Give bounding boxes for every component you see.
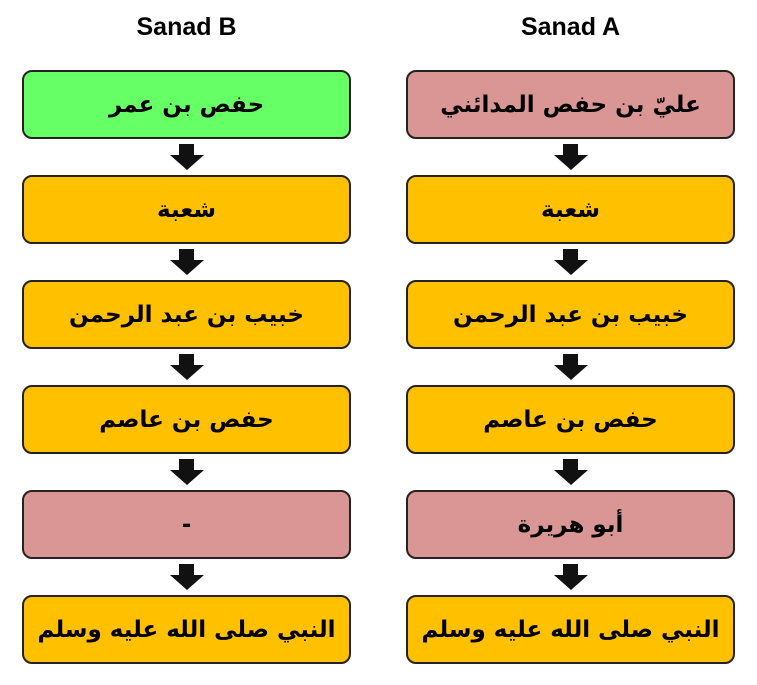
- flow-node-label: شعبة: [541, 196, 600, 223]
- flow-node-label: النبي صلى الله عليه وسلم: [421, 616, 720, 643]
- flow-node-label: خبيب بن عبد الرحمن: [69, 301, 304, 328]
- flow-node-label: عليّ بن حفص المدائني: [440, 91, 701, 118]
- column-title: Sanad A: [520, 13, 621, 41]
- flow-node: النبي صلى الله عليه وسلم: [22, 595, 351, 664]
- flow-node: أبو هريرة: [406, 490, 735, 559]
- flow-node-label: حفص بن عمر: [108, 91, 265, 118]
- down-arrow-icon: [169, 564, 204, 590]
- column-sanad-b: Sanad B حفص بن عمر شعبة خبيب بن عبد الرح…: [22, 0, 351, 685]
- down-arrow-icon: [553, 354, 588, 380]
- flow-node-label: -: [181, 511, 192, 538]
- flow-node: خبيب بن عبد الرحمن: [406, 280, 735, 349]
- flow-node-label: خبيب بن عبد الرحمن: [453, 301, 688, 328]
- flow-node: حفص بن عاصم: [22, 385, 351, 454]
- flow-node-label: شعبة: [157, 196, 216, 223]
- column-sanad-a: Sanad A عليّ بن حفص المدائني شعبة خبيب ب…: [406, 0, 735, 685]
- flow-node-label: أبو هريرة: [517, 511, 624, 538]
- down-arrow-icon: [553, 249, 588, 275]
- flow-node-label: حفص بن عاصم: [483, 406, 658, 433]
- flow-node: عليّ بن حفص المدائني: [406, 70, 735, 139]
- column-title: Sanad B: [136, 13, 237, 41]
- flow-node-label: النبي صلى الله عليه وسلم: [37, 616, 336, 643]
- flow-node: حفص بن عاصم: [406, 385, 735, 454]
- flow-node: شعبة: [406, 175, 735, 244]
- down-arrow-icon: [553, 459, 588, 485]
- down-arrow-icon: [169, 354, 204, 380]
- down-arrow-icon: [169, 249, 204, 275]
- flow-node-label: حفص بن عاصم: [99, 406, 274, 433]
- flow-node: حفص بن عمر: [22, 70, 351, 139]
- flow-node: النبي صلى الله عليه وسلم: [406, 595, 735, 664]
- flow-node: -: [22, 490, 351, 559]
- flow-node: شعبة: [22, 175, 351, 244]
- down-arrow-icon: [169, 144, 204, 170]
- down-arrow-icon: [553, 144, 588, 170]
- down-arrow-icon: [553, 564, 588, 590]
- down-arrow-icon: [169, 459, 204, 485]
- flow-node: خبيب بن عبد الرحمن: [22, 280, 351, 349]
